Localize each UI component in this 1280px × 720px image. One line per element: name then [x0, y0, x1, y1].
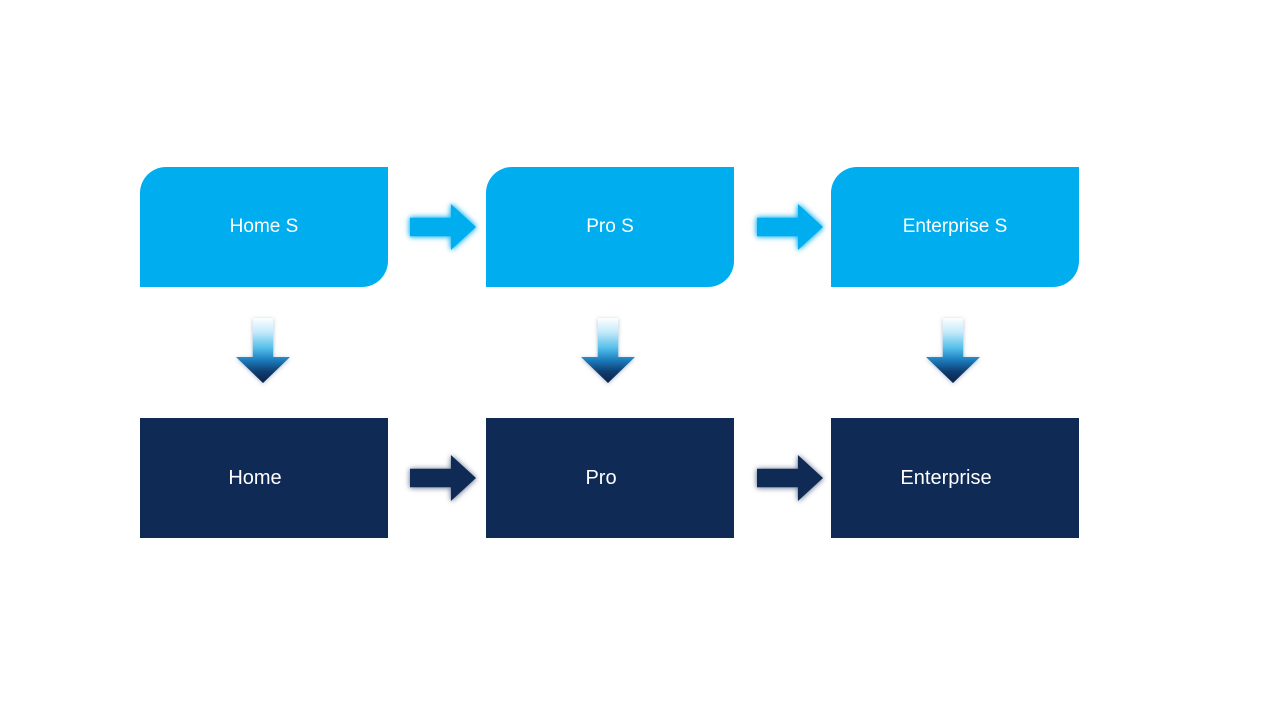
- top-box-home-s: Home S: [140, 167, 388, 287]
- bottom-box-pro-label: Pro: [585, 466, 617, 489]
- right-arrow-icon-bottom-1: [410, 455, 476, 501]
- bottom-box-enterprise-label: Enterprise: [900, 466, 992, 489]
- right-arrow-icon-top-1: [410, 204, 476, 250]
- top-box-pro-s: Pro S: [486, 167, 734, 287]
- top-box-home-s-label: Home S: [229, 216, 299, 237]
- down-arrow-icon-enterprise: [926, 318, 980, 383]
- down-arrow-icon-home: [236, 318, 290, 383]
- top-box-enterprise-s-label: Enterprise S: [902, 216, 1008, 237]
- down-arrow-shape: [581, 318, 635, 383]
- down-arrow-shape: [926, 318, 980, 383]
- bottom-box-home: Home: [140, 418, 388, 538]
- bottom-box-home-label: Home: [228, 466, 282, 489]
- right-arrow-shape: [757, 204, 823, 250]
- right-arrow-icon-bottom-2: [757, 455, 823, 501]
- top-box-enterprise-s: Enterprise S: [831, 167, 1079, 287]
- right-arrow-shape: [757, 455, 823, 501]
- right-arrow-shape: [410, 455, 476, 501]
- bottom-box-pro: Pro: [486, 418, 734, 538]
- bottom-box-enterprise: Enterprise: [831, 418, 1079, 538]
- right-arrow-icon-top-2: [757, 204, 823, 250]
- top-box-pro-s-label: Pro S: [586, 216, 634, 237]
- down-arrow-icon-pro: [581, 318, 635, 383]
- down-arrow-shape: [236, 318, 290, 383]
- right-arrow-shape: [410, 204, 476, 250]
